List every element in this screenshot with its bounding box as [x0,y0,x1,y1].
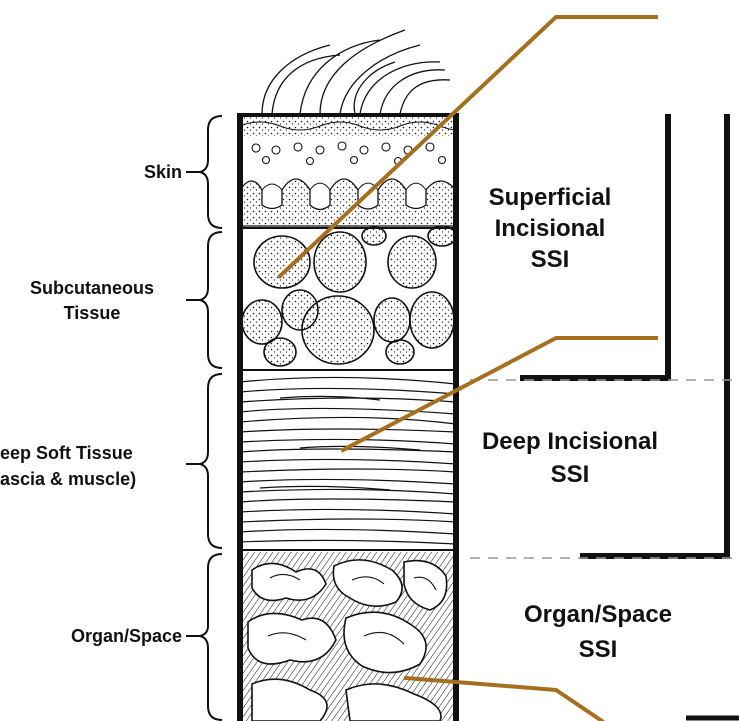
organ-space-illustration [240,552,456,721]
deep-soft-tissue-illustration [240,377,456,544]
subcutaneous-label-line-2: Tissue [64,303,121,323]
deep-soft-tissue-label-line-1: eep Soft Tissue [0,443,133,463]
organ-space-ssi-label-line-2: SSI [579,636,618,663]
organ-space-ssi-label-line-1: Organ/Space [524,601,672,628]
deep-soft-tissue-label-line-2: ascia & muscle) [0,469,136,489]
skin-brace [200,116,222,228]
subcutaneous-brace [200,232,222,368]
hair-illustration [262,30,450,114]
organ-space-brace [200,554,222,720]
subcutaneous-layer-illustration [242,226,456,366]
superficial-ssi-label-line-1: Superficial [489,184,612,211]
deep-ssi-label-line-2: SSI [551,461,590,488]
subcutaneous-label-line-1: Subcutaneous [30,278,154,298]
superficial-ssi-label-line-2: Incisional [495,215,606,242]
deep-bracket [580,114,727,556]
deep-soft-tissue-brace [200,374,222,548]
organ-space-label: Organ/Space [71,626,182,646]
superficial-ssi-label-line-3: SSI [531,246,570,273]
deep-ssi-label-line-1: Deep Incisional [482,428,658,455]
skin-label: Skin [144,162,182,182]
layer-braces [186,116,222,720]
